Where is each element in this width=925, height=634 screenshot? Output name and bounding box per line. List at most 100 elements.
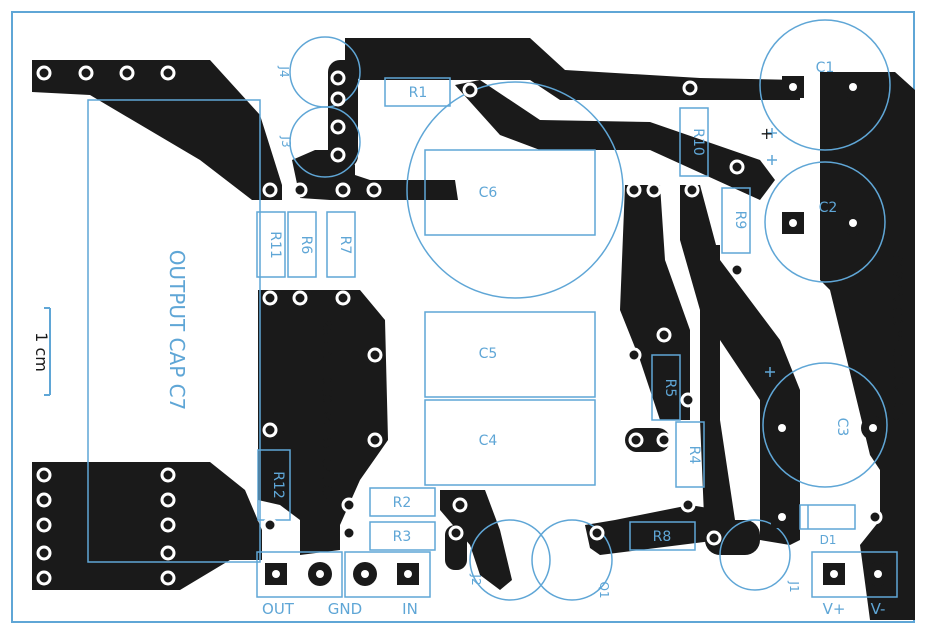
pad xyxy=(160,517,176,533)
bypass-caps-label: BYPASS CAPS C1, C2, C3 xyxy=(889,249,905,421)
r4-outline xyxy=(675,421,705,488)
pad xyxy=(78,65,94,81)
r6-label: R6 xyxy=(298,236,314,255)
pad xyxy=(335,290,351,306)
pad xyxy=(330,119,346,135)
r5-outline xyxy=(651,354,681,421)
pad-hole xyxy=(869,424,877,432)
trace-j4-pad xyxy=(328,60,358,168)
pad xyxy=(36,517,52,533)
terminal-label-in: IN xyxy=(402,600,418,618)
pad xyxy=(656,327,672,343)
pad xyxy=(448,525,464,541)
pad xyxy=(682,80,698,96)
terminal-label-gnd: GND xyxy=(328,600,362,618)
pad xyxy=(367,347,383,363)
output-cap-label: OUTPUT CAP C7 xyxy=(165,250,189,411)
r8-label: R8 xyxy=(653,529,672,545)
pad xyxy=(341,525,357,541)
j4-label: J4 xyxy=(277,65,291,77)
pad xyxy=(452,497,468,513)
r5-label: R5 xyxy=(662,379,678,398)
silkscreen-layer xyxy=(44,19,898,601)
j2-label: J2 xyxy=(469,573,483,585)
j2-outline xyxy=(469,519,551,601)
c2-outline xyxy=(764,161,886,283)
j3-outline xyxy=(289,106,361,178)
pad xyxy=(628,432,644,448)
c1-label: C1 xyxy=(816,60,835,76)
c5-label: C5 xyxy=(479,346,498,362)
c6-rect-outline xyxy=(424,149,596,236)
pad xyxy=(330,91,346,107)
pads-layer xyxy=(36,65,890,586)
pad xyxy=(646,182,662,198)
terminal-block-power xyxy=(811,551,898,598)
pad xyxy=(589,525,605,541)
r2-label: R2 xyxy=(393,495,412,511)
d1-label: D1 xyxy=(820,533,837,547)
pad xyxy=(680,392,696,408)
r10-label: R10 xyxy=(690,128,706,156)
pad xyxy=(292,182,308,198)
r6-outline xyxy=(287,211,317,278)
pad-hole xyxy=(272,570,280,578)
q1-outline xyxy=(531,519,613,601)
pad xyxy=(367,432,383,448)
pad xyxy=(262,517,278,533)
trace-r10-d1 xyxy=(680,185,800,545)
pad xyxy=(36,65,52,81)
trace-r1-diagonal xyxy=(455,80,775,200)
pad xyxy=(160,545,176,561)
c3-outline xyxy=(762,362,888,488)
pad-hole xyxy=(789,83,797,91)
terminal-label-v-minus: V- xyxy=(871,600,886,618)
trace-top-left xyxy=(32,60,282,200)
pad xyxy=(36,570,52,586)
pad xyxy=(626,182,642,198)
pad-hole xyxy=(404,570,412,578)
r2-outline xyxy=(369,487,436,517)
pad xyxy=(160,492,176,508)
r10-outline xyxy=(679,107,709,177)
pad xyxy=(160,467,176,483)
c6-circle-outline xyxy=(406,81,624,299)
pad xyxy=(684,182,700,198)
r9-outline xyxy=(721,187,751,254)
c7-outline xyxy=(87,99,261,563)
c3-label: C3 xyxy=(834,418,850,437)
c5-outline xyxy=(424,311,596,398)
pad xyxy=(680,497,696,513)
pad xyxy=(330,70,346,86)
pad-hole xyxy=(778,424,786,432)
pad xyxy=(626,347,642,363)
terminal-block-in xyxy=(344,551,431,598)
r11-label: R11 xyxy=(267,231,283,259)
r9-label: R9 xyxy=(732,211,748,230)
pad-hole xyxy=(778,513,786,521)
resistor-note-label: R3 c.f.t 100Ω R4, R5, C4, C5 xyxy=(318,319,333,502)
pad xyxy=(341,497,357,513)
r3-label: R3 xyxy=(393,529,412,545)
pad-hole xyxy=(789,219,797,227)
pad xyxy=(330,147,346,163)
j3-label: J3 xyxy=(279,135,293,147)
c1-plus-label: + xyxy=(760,124,773,143)
pad xyxy=(729,262,745,278)
pad xyxy=(36,467,52,483)
terminal-label-v-plus: V+ xyxy=(823,600,846,618)
r1-label: R1 xyxy=(409,85,428,101)
r3-outline xyxy=(369,521,436,551)
pad xyxy=(262,182,278,198)
r8-outline xyxy=(629,521,696,551)
r7-label: R7 xyxy=(337,236,353,255)
pad xyxy=(656,432,672,448)
pad xyxy=(36,492,52,508)
c4-label: C4 xyxy=(479,433,498,449)
trace-j1 xyxy=(705,520,760,555)
c2-label: C2 xyxy=(819,200,838,216)
q1-label: Q1 xyxy=(597,581,611,598)
pad-hole xyxy=(361,570,369,578)
r1-outline xyxy=(384,77,451,107)
pad xyxy=(119,65,135,81)
